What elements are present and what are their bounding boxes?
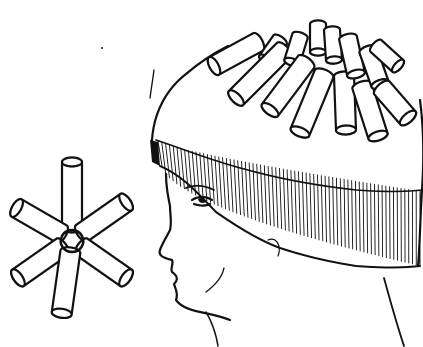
star-roller-pattern [8,158,136,320]
stray-mark [150,70,154,98]
neck-front-line [206,312,218,346]
hair-band-top [156,140,422,192]
star-rollers [8,158,136,320]
head-roller-9 [334,71,356,135]
hair-lower-edge [160,166,420,268]
face-profile-outline [160,174,230,320]
head-rollers [205,20,418,143]
neck-back-line [384,278,404,346]
hair-hatching [158,141,420,266]
stray-dot [101,47,103,49]
jaw-line [206,268,224,292]
star-roller-up [62,158,82,233]
